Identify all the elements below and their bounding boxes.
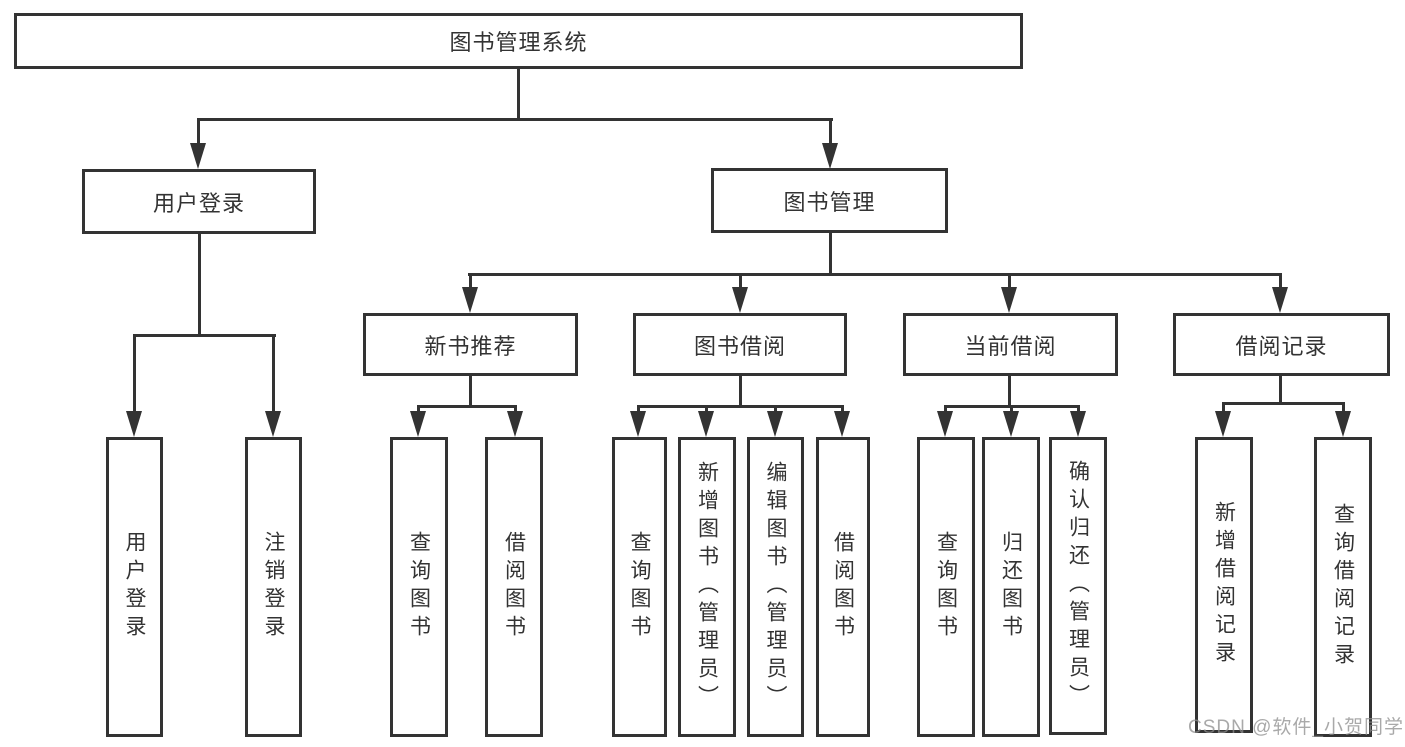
node-add-borrow-record: 新增借阅记录 <box>1195 437 1253 733</box>
arrow-down-icon <box>1215 411 1231 437</box>
node-label: 查询借阅记录 <box>1331 503 1355 671</box>
node-label: 借阅记录 <box>1235 333 1328 359</box>
connector-line <box>197 118 200 146</box>
connector-line <box>272 334 275 412</box>
connector-line <box>514 405 517 413</box>
connector-line <box>774 405 777 413</box>
connector-line <box>197 118 833 121</box>
node-label: 用户登录 <box>123 531 146 643</box>
arrow-down-icon <box>834 411 850 437</box>
arrow-down-icon <box>1272 287 1288 313</box>
node-label: 用户登录 <box>152 190 245 216</box>
connector-line <box>944 405 947 413</box>
node-label: 新增借阅记录 <box>1212 501 1236 669</box>
arrow-down-icon <box>630 411 646 437</box>
connector-line <box>198 234 201 337</box>
node-book-borrowing: 图书借阅 <box>633 313 847 376</box>
node-label: 确认归还（管理员） <box>1066 460 1090 712</box>
node-label: 编辑图书（管理员） <box>764 461 787 713</box>
node-label: 借阅图书 <box>831 531 855 643</box>
node-label: 新书推荐 <box>424 333 517 359</box>
arrow-down-icon <box>1001 287 1017 313</box>
node-label: 查询图书 <box>628 531 651 643</box>
arrow-down-icon <box>822 143 838 169</box>
connector-line <box>133 334 136 412</box>
node-user-login-leaf: 用户登录 <box>106 437 163 737</box>
arrow-down-icon <box>937 411 953 437</box>
node-label: 借阅图书 <box>502 531 526 643</box>
connector-line <box>417 405 420 413</box>
arrow-down-icon <box>462 287 478 313</box>
connector-line <box>1279 376 1282 405</box>
connector-line <box>739 376 742 408</box>
node-library-management-system: 图书管理系统 <box>14 13 1023 69</box>
node-return-books: 归还图书 <box>982 437 1040 737</box>
connector-line <box>705 405 708 413</box>
node-book-management: 图书管理 <box>711 168 948 233</box>
node-query-borrow-record: 查询借阅记录 <box>1314 437 1372 737</box>
node-query-books-bb: 查询图书 <box>612 437 667 737</box>
arrow-down-icon <box>1003 411 1019 437</box>
arrow-down-icon <box>126 411 142 437</box>
node-borrow-books-bb: 借阅图书 <box>816 437 870 737</box>
connector-line <box>637 405 640 413</box>
connector-line <box>469 273 472 289</box>
connector-line <box>1077 405 1080 413</box>
node-query-books-cb: 查询图书 <box>917 437 975 737</box>
node-borrowing-records: 借阅记录 <box>1173 313 1390 376</box>
csdn-watermark: CSDN @软件_小贺同学 <box>1188 717 1404 738</box>
connector-line <box>1342 402 1345 413</box>
node-new-book-recommendation: 新书推荐 <box>363 313 578 376</box>
node-label: 当前借阅 <box>964 333 1057 359</box>
node-edit-books-admin: 编辑图书（管理员） <box>747 437 804 737</box>
node-label: 图书管理系统 <box>449 30 588 55</box>
node-logout: 注销登录 <box>245 437 302 737</box>
connector-line <box>829 233 832 276</box>
node-label: 新增图书（管理员） <box>695 461 719 713</box>
node-add-books-admin: 新增图书（管理员） <box>678 437 736 737</box>
node-user-login: 用户登录 <box>82 169 316 234</box>
connector-line <box>829 118 832 146</box>
connector-line <box>739 273 742 289</box>
arrow-down-icon <box>698 411 714 437</box>
arrow-down-icon <box>265 411 281 437</box>
arrow-down-icon <box>732 287 748 313</box>
arrow-down-icon <box>767 411 783 437</box>
node-current-borrowing: 当前借阅 <box>903 313 1118 376</box>
node-confirm-return-admin: 确认归还（管理员） <box>1049 437 1107 735</box>
connector-line <box>1222 402 1225 413</box>
connector-line <box>133 334 276 337</box>
node-label: 注销登录 <box>262 531 285 643</box>
connector-line <box>637 405 844 408</box>
arrow-down-icon <box>1070 411 1086 437</box>
node-label: 图书借阅 <box>693 333 786 359</box>
node-label: 归还图书 <box>999 531 1023 643</box>
connector-line <box>468 273 1282 276</box>
arrow-down-icon <box>410 411 426 437</box>
connector-line <box>1008 273 1011 289</box>
node-borrow-books-nbr: 借阅图书 <box>485 437 543 737</box>
connector-line <box>469 376 472 408</box>
node-query-books-nbr: 查询图书 <box>390 437 448 737</box>
connector-line <box>417 405 517 408</box>
node-label: 查询图书 <box>934 531 958 643</box>
arrow-down-icon <box>1335 411 1351 437</box>
arrow-down-icon <box>190 143 206 169</box>
connector-line <box>1222 402 1345 405</box>
arrow-down-icon <box>507 411 523 437</box>
connector-line <box>841 405 844 413</box>
connector-line <box>1279 273 1282 289</box>
connector-line <box>1008 376 1011 408</box>
node-label: 查询图书 <box>407 531 431 643</box>
connector-line <box>517 69 520 121</box>
node-label: 图书管理 <box>783 189 876 215</box>
connector-line <box>1010 405 1013 413</box>
